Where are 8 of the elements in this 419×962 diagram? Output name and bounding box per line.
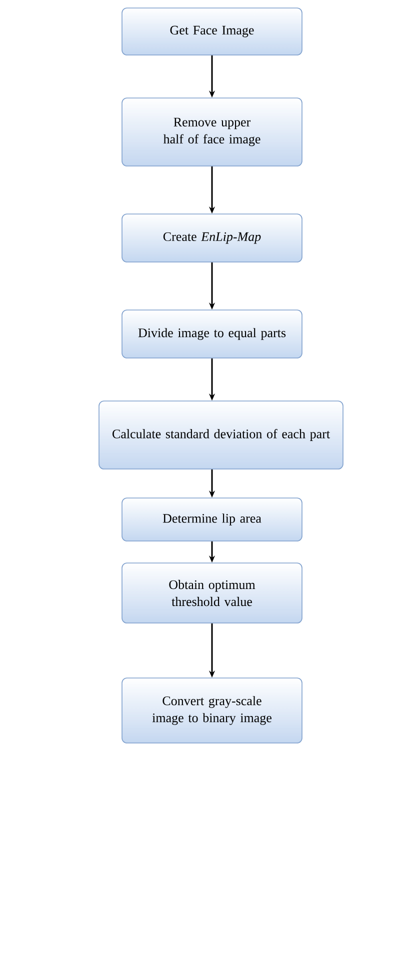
process-box: Remove upper half of face image bbox=[122, 98, 302, 166]
process-box: Get Face Image bbox=[122, 8, 302, 56]
process-box: Obtain optimum threshold value bbox=[122, 562, 302, 624]
process-box: Calculate standard deviation of each part bbox=[98, 400, 344, 470]
process-box: Determine lip area bbox=[122, 498, 302, 542]
process-box: Convert gray-scale image to binary image bbox=[122, 678, 302, 744]
process-box: Divide image to equal parts bbox=[122, 310, 302, 358]
process-box: Create EnLip-Map bbox=[122, 214, 302, 262]
